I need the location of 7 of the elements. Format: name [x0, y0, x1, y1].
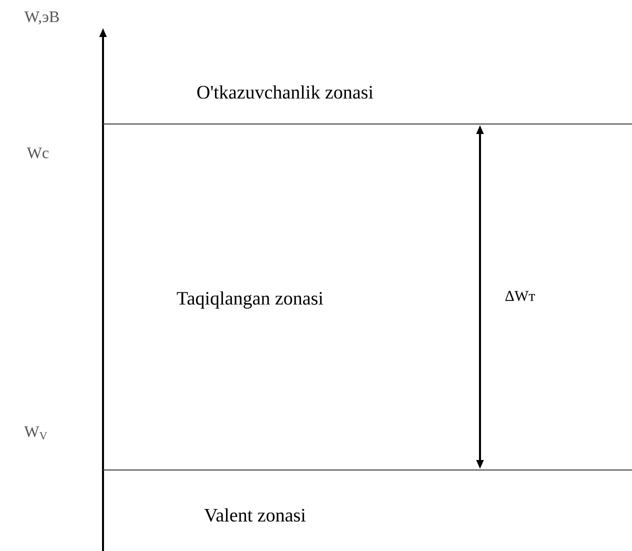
level-label: W$_{V}$ — [24, 426, 48, 440]
zone-label: Taqiqlangan zonasi — [176, 291, 324, 309]
zone-label: O'tkazuvchanlik zonasi — [197, 85, 374, 99]
zone-label: Valent zonasi — [204, 508, 306, 522]
level-label: Wc — [26, 148, 49, 158]
axis-label: W,эВ — [24, 12, 59, 24]
gap-label: ΔWт — [505, 290, 535, 302]
